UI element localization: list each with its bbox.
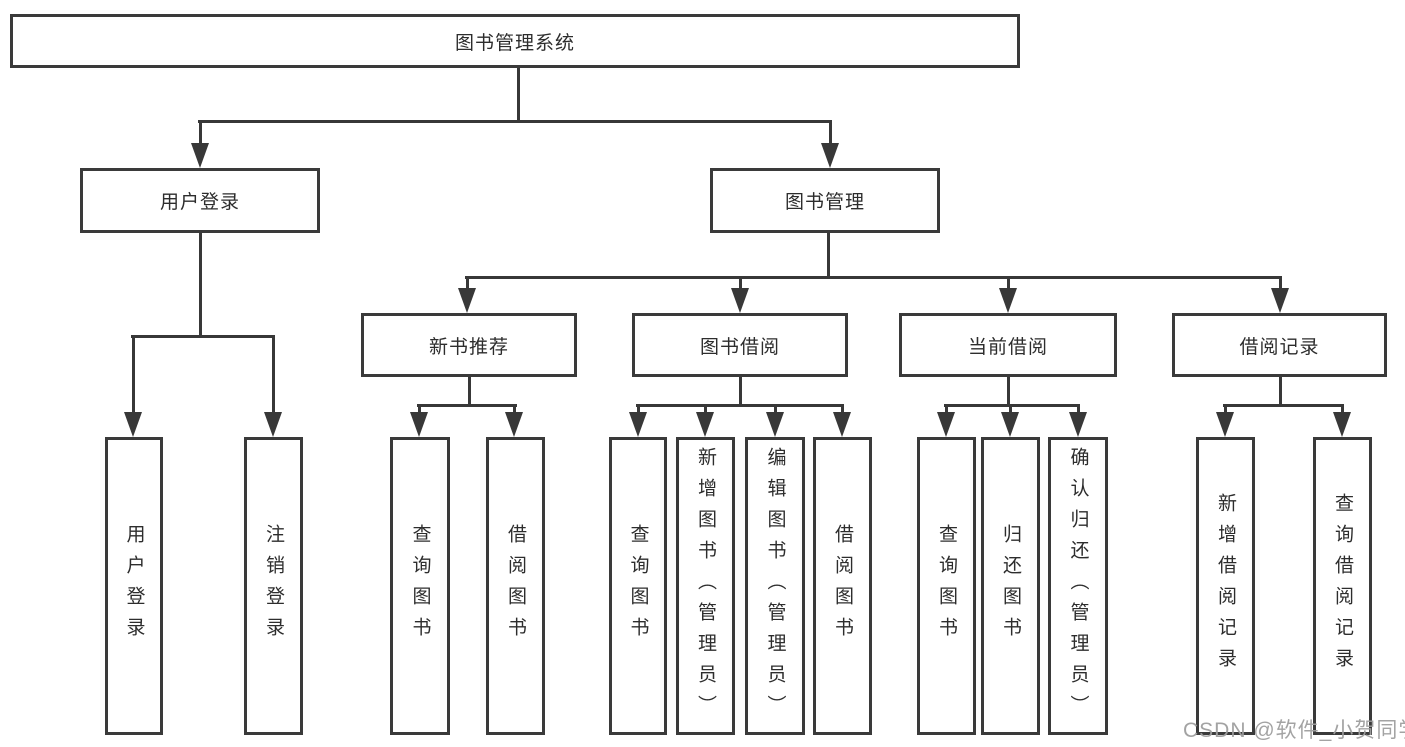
connector-bar-line <box>417 404 517 407</box>
arrowhead-down-icon <box>731 288 749 313</box>
connector-drop-line <box>1278 377 1282 407</box>
node-label: 归还图书 <box>1000 524 1021 648</box>
leaf-borrow-books: 借阅图书 <box>813 437 872 735</box>
connector-drop-line <box>826 233 830 279</box>
connector-bar-line <box>944 404 1080 407</box>
arrowhead-down-icon <box>124 412 142 437</box>
arrowhead-down-icon <box>1271 288 1289 313</box>
leaf-query-books-recommend: 查询图书 <box>390 437 450 735</box>
leaf-query-borrow-record: 查询借阅记录 <box>1313 437 1372 735</box>
node-current-borrow: 当前借阅 <box>899 313 1117 377</box>
connector-drop-line <box>467 377 471 407</box>
node-new-book-recommend: 新书推荐 <box>361 313 577 377</box>
node-label: 新增借阅记录 <box>1215 493 1236 679</box>
arrowhead-down-icon <box>1069 412 1087 437</box>
arrowhead-down-icon <box>1333 412 1351 437</box>
node-label: 当前借阅 <box>967 336 1048 358</box>
node-label: 用户登录 <box>123 524 145 648</box>
connector-arrow-stem <box>636 404 640 417</box>
arrowhead-down-icon <box>1001 412 1019 437</box>
arrowhead-down-icon <box>191 143 209 168</box>
node-user-login-module: 用户登录 <box>80 168 320 233</box>
arrowhead-down-icon <box>1216 412 1234 437</box>
node-label: 图书管理 <box>784 192 865 213</box>
arrowhead-down-icon <box>505 412 523 437</box>
node-label: 图书管理系统 <box>454 32 575 54</box>
node-label: 注销登录 <box>263 524 284 648</box>
arrowhead-down-icon <box>937 412 955 437</box>
connector-arrow-stem <box>198 120 202 148</box>
arrowhead-down-icon <box>833 412 851 437</box>
watermark: CSDN @软件_小贺同学 <box>1183 719 1405 742</box>
node-borrow-records: 借阅记录 <box>1172 313 1387 377</box>
connector-drop-line <box>198 233 202 338</box>
connector-arrow-stem <box>840 404 844 417</box>
node-label: 确认归还（管理员） <box>1067 446 1089 726</box>
leaf-return-books: 归还图书 <box>981 437 1040 735</box>
arrowhead-down-icon <box>766 412 784 437</box>
node-label: 用户登录 <box>159 192 240 213</box>
node-label: 查询图书 <box>409 524 431 648</box>
node-book-management-module: 图书管理 <box>710 168 940 233</box>
leaf-logout: 注销登录 <box>244 437 303 735</box>
connector-bar-line <box>1223 404 1344 407</box>
connector-arrow-stem <box>512 404 516 417</box>
leaf-user-login: 用户登录 <box>105 437 163 735</box>
leaf-borrow-books-recommend: 借阅图书 <box>486 437 545 735</box>
connector-arrow-stem <box>828 120 832 148</box>
arrowhead-down-icon <box>696 412 714 437</box>
connector-bar-line <box>465 276 1282 279</box>
node-label: 借阅图书 <box>505 524 526 648</box>
connector-bar-line <box>131 335 275 338</box>
connector-arrow-stem <box>417 404 421 417</box>
node-label: 查询图书 <box>627 524 649 648</box>
connector-arrow-stem <box>271 335 275 417</box>
connector-arrow-stem <box>1223 404 1227 417</box>
connector-drop-line <box>738 377 742 407</box>
arrowhead-down-icon <box>821 143 839 168</box>
node-label: 借阅图书 <box>832 524 853 648</box>
connector-drop-line <box>1006 377 1010 407</box>
node-label: 新增图书（管理员） <box>695 446 716 726</box>
connector-arrow-stem <box>703 404 707 417</box>
connector-arrow-stem <box>1278 276 1282 293</box>
node-label: 借阅记录 <box>1239 336 1320 358</box>
connector-arrow-stem <box>1008 404 1012 417</box>
connector-arrow-stem <box>738 276 742 293</box>
connector-arrow-stem <box>773 404 777 417</box>
node-label: 查询借阅记录 <box>1332 493 1353 679</box>
connector-bar-line <box>636 404 844 407</box>
connector-arrow-stem <box>944 404 948 417</box>
leaf-query-books-current: 查询图书 <box>917 437 976 735</box>
connector-drop-line <box>516 68 520 123</box>
connector-arrow-stem <box>1006 276 1010 293</box>
node-root-system: 图书管理系统 <box>10 14 1020 68</box>
arrowhead-down-icon <box>999 288 1017 313</box>
arrowhead-down-icon <box>264 412 282 437</box>
leaf-query-books-borrow: 查询图书 <box>609 437 667 735</box>
leaf-confirm-return-admin: 确认归还（管理员） <box>1048 437 1108 735</box>
node-book-borrow: 图书借阅 <box>632 313 848 377</box>
connector-arrow-stem <box>465 276 469 293</box>
connector-bar-line <box>198 120 832 123</box>
node-label: 查询图书 <box>936 524 957 648</box>
connector-arrow-stem <box>1340 404 1344 417</box>
leaf-edit-books-admin: 编辑图书（管理员） <box>745 437 805 735</box>
arrowhead-down-icon <box>410 412 428 437</box>
leaf-add-books-admin: 新增图书（管理员） <box>676 437 735 735</box>
arrowhead-down-icon <box>629 412 647 437</box>
node-label: 编辑图书（管理员） <box>764 446 786 726</box>
connector-arrow-stem <box>131 335 135 417</box>
node-label: 新书推荐 <box>428 336 509 358</box>
arrowhead-down-icon <box>458 288 476 313</box>
node-label: 图书借阅 <box>699 336 780 358</box>
connector-arrow-stem <box>1076 404 1080 417</box>
leaf-add-borrow-record: 新增借阅记录 <box>1196 437 1255 735</box>
